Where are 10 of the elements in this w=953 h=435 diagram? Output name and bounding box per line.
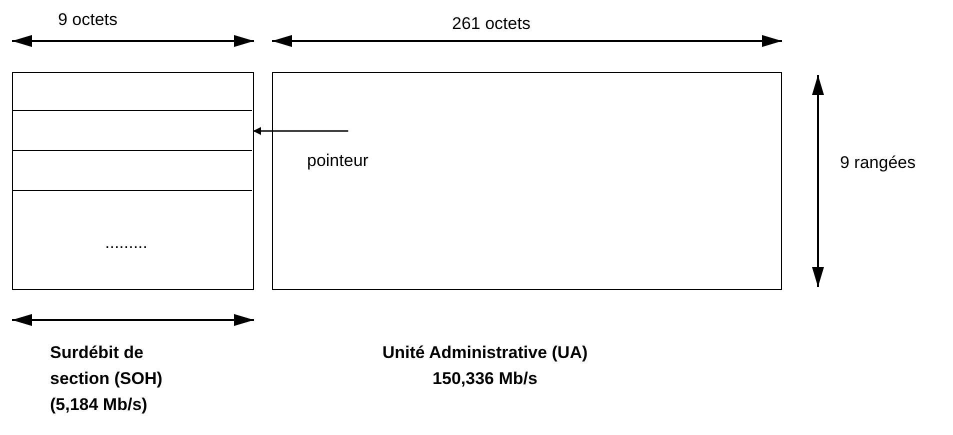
ellipsis-text: .........: [105, 233, 148, 253]
dimension-label: 9 octets: [58, 10, 118, 30]
leader-arrow: [253, 127, 348, 135]
payload-block: [272, 72, 782, 290]
block-caption: Surdébit de section (SOH) (5,184 Mb/s): [50, 342, 164, 416]
dimension-label: 9 rangées: [840, 153, 916, 173]
dimension-label: 261 octets: [452, 14, 530, 34]
pointer-text: pointeur: [307, 151, 368, 171]
block-caption: Unité Administrative (UA) 150,336 Mb/s: [381, 342, 589, 390]
overhead-block: [12, 72, 254, 290]
